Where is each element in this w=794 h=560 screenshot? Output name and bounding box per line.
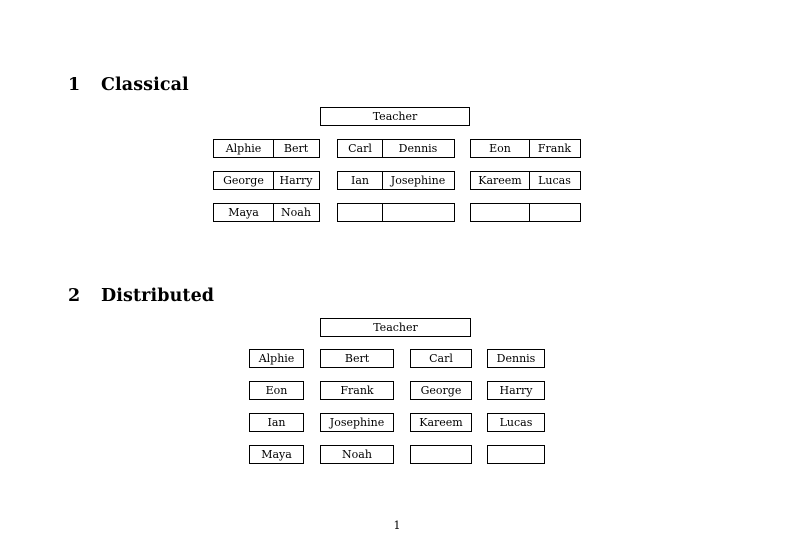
student-cell: Dennis [496,351,536,365]
student-cell: Alphie [258,351,295,365]
student-cell: Frank [340,383,374,397]
student-node: Harry [487,381,545,400]
student-cell: George [420,383,462,397]
student-cell: Carl [348,141,372,155]
section-number: 1 [68,74,81,95]
student-cell: George [223,173,264,187]
student-node: Eon [249,381,304,400]
student-cell [471,204,529,221]
teacher-node: Teacher [320,107,470,126]
student-cell: Harry [499,383,533,397]
page-number: 1 [393,519,401,532]
student-cell: Ian [267,415,286,429]
student-node: Maya [249,445,304,464]
student-node: Kareem [410,413,472,432]
student-node: George [410,381,472,400]
student-node: Dennis [487,349,545,368]
student-cell: Ian [351,173,369,187]
student-cell: Maya [228,205,259,219]
student-node: Bert [320,349,394,368]
student-node: Frank [320,381,394,400]
student-cell: Eon [265,383,288,397]
teacher-label: Teacher [373,320,418,334]
student-pair-node: George Harry [213,171,320,190]
student-pair-node: Maya Noah [213,203,320,222]
student-cell: Carl [429,351,453,365]
student-node [487,445,545,464]
student-cell: Maya [261,447,292,461]
student-cell: Lucas [529,172,579,189]
student-cell: Dennis [382,140,453,157]
student-node: Lucas [487,413,545,432]
section-heading-distributed: 2 Distributed [68,285,215,306]
teacher-label: Teacher [372,109,418,123]
section-heading-classical: 1 Classical [68,74,189,95]
section-number: 2 [68,285,81,306]
student-cell [488,446,544,463]
student-node: Noah [320,445,394,464]
student-pair-node: Kareem Lucas [470,171,581,190]
teacher-node: Teacher [320,318,471,337]
student-pair-node: Carl Dennis [337,139,455,158]
student-cell: Bert [273,140,318,157]
student-cell: Kareem [419,415,463,429]
student-node: Alphie [249,349,304,368]
student-cell: Harry [273,172,318,189]
student-cell: Kareem [478,173,522,187]
student-cell: Frank [529,140,579,157]
student-node [410,445,472,464]
student-cell: Noah [273,204,318,221]
section-title: Distributed [101,285,215,306]
student-cell: Bert [344,351,370,365]
student-pair-node [470,203,581,222]
student-pair-node: Ian Josephine [337,171,455,190]
student-cell [338,204,382,221]
section-title: Classical [101,74,189,95]
student-pair-node: Eon Frank [470,139,581,158]
student-cell [382,204,453,221]
student-cell: Alphie [225,141,262,155]
student-cell: Lucas [499,415,533,429]
student-pair-node: Alphie Bert [213,139,320,158]
student-node: Josephine [320,413,394,432]
student-cell: Josephine [329,415,385,429]
student-cell: Josephine [382,172,453,189]
student-node: Ian [249,413,304,432]
student-cell [529,204,579,221]
student-pair-node [337,203,455,222]
student-cell: Noah [342,447,372,461]
student-cell: Eon [489,141,511,155]
student-node: Carl [410,349,472,368]
student-cell [411,446,471,463]
